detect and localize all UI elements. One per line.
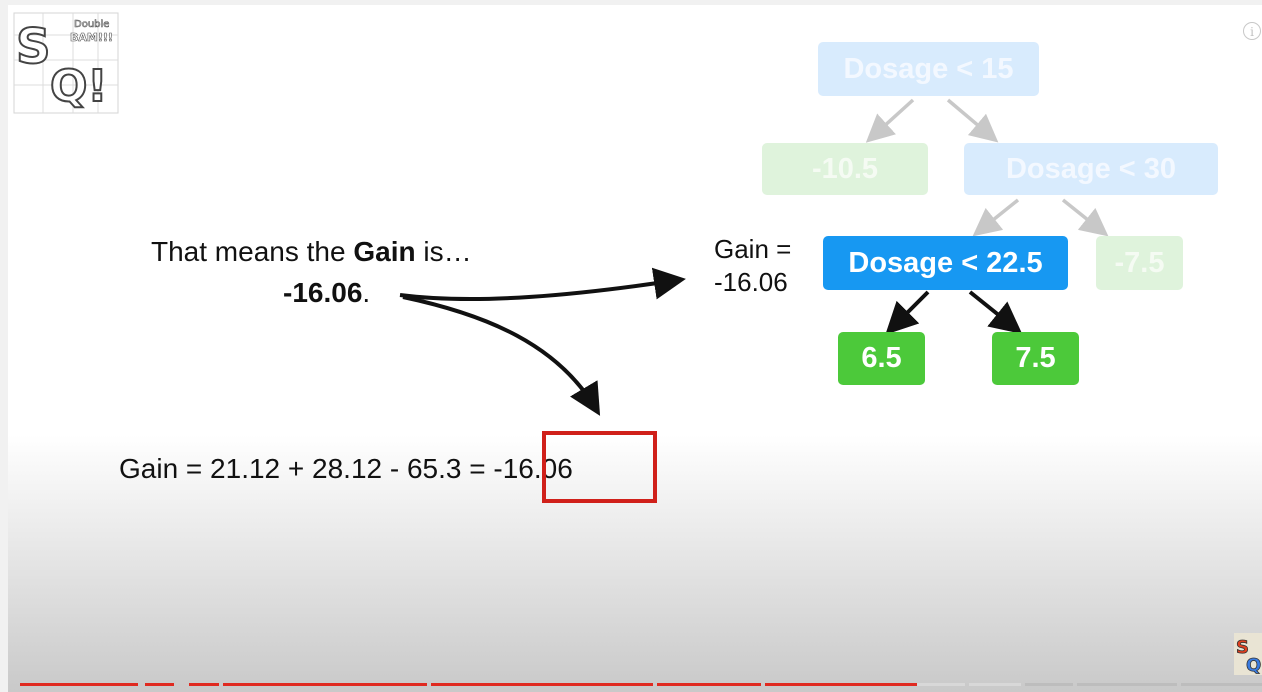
svg-text:S: S: [16, 19, 51, 75]
tree-right-leaf: -7.5: [1096, 236, 1183, 290]
tree-right-split-node: Dosage < 30: [964, 143, 1218, 195]
callout-arrow-to-equation: [402, 295, 601, 416]
tree-root-node: Dosage < 15: [818, 42, 1039, 96]
tree-active-left-leaf: 6.5: [838, 332, 925, 385]
progress-segment-played[interactable]: [657, 683, 761, 686]
svg-text:Q: Q: [1246, 655, 1261, 675]
progress-segment-buffered[interactable]: [917, 683, 965, 686]
callout-arrow-to-tree: [399, 267, 686, 302]
tree-active-split-node: Dosage < 22.5: [823, 236, 1068, 290]
progress-segment-played[interactable]: [765, 683, 917, 686]
svg-text:S: S: [1236, 637, 1249, 658]
tree-left-leaf: -10.5: [762, 143, 928, 195]
tree-active-right-leaf: 7.5: [992, 332, 1079, 385]
tree-arrow-split-left: [972, 198, 1020, 237]
progress-segment-played[interactable]: [189, 683, 219, 686]
progress-segment-unplayed[interactable]: [1181, 683, 1262, 686]
progress-segment-buffered[interactable]: [969, 683, 1021, 686]
progress-segment-unplayed[interactable]: [1077, 683, 1177, 686]
arrows-layer: [399, 98, 1109, 416]
progress-segment-played[interactable]: [223, 683, 427, 686]
gain-annotation: Gain = -16.06: [714, 234, 792, 297]
gain-equation: Gain = 21.12 + 28.12 - 65.3 = -16.06: [119, 453, 573, 484]
gain-equation-result: -16.06: [493, 453, 573, 484]
channel-watermark-icon[interactable]: S Q: [1234, 633, 1262, 675]
result-highlight-box: [542, 431, 657, 503]
svg-text:BAM!!!: BAM!!!: [70, 31, 113, 44]
gain-intro-text: That means the Gain is…: [151, 236, 472, 267]
tree-arrow-split-right: [1061, 198, 1109, 237]
progress-segment-played[interactable]: [431, 683, 653, 686]
tree-arrow-root-right: [946, 98, 999, 143]
tree-arrow-active-right: [968, 290, 1023, 335]
progress-segment-unplayed[interactable]: [1025, 683, 1073, 686]
svg-text:Double: Double: [74, 19, 109, 30]
video-frame[interactable]: S Q! Double BAM!!! i That means the Gain…: [8, 5, 1262, 692]
gain-value-text: -16.06.: [283, 277, 371, 308]
statquest-logo: S Q! Double BAM!!!: [13, 12, 119, 114]
progress-segment-played[interactable]: [145, 683, 174, 686]
svg-text:Q!: Q!: [50, 61, 107, 112]
progress-segment-played[interactable]: [20, 683, 138, 686]
info-icon[interactable]: i: [1243, 22, 1261, 40]
tree-arrow-active-left: [885, 290, 930, 335]
tree-arrow-root-left: [865, 98, 915, 143]
